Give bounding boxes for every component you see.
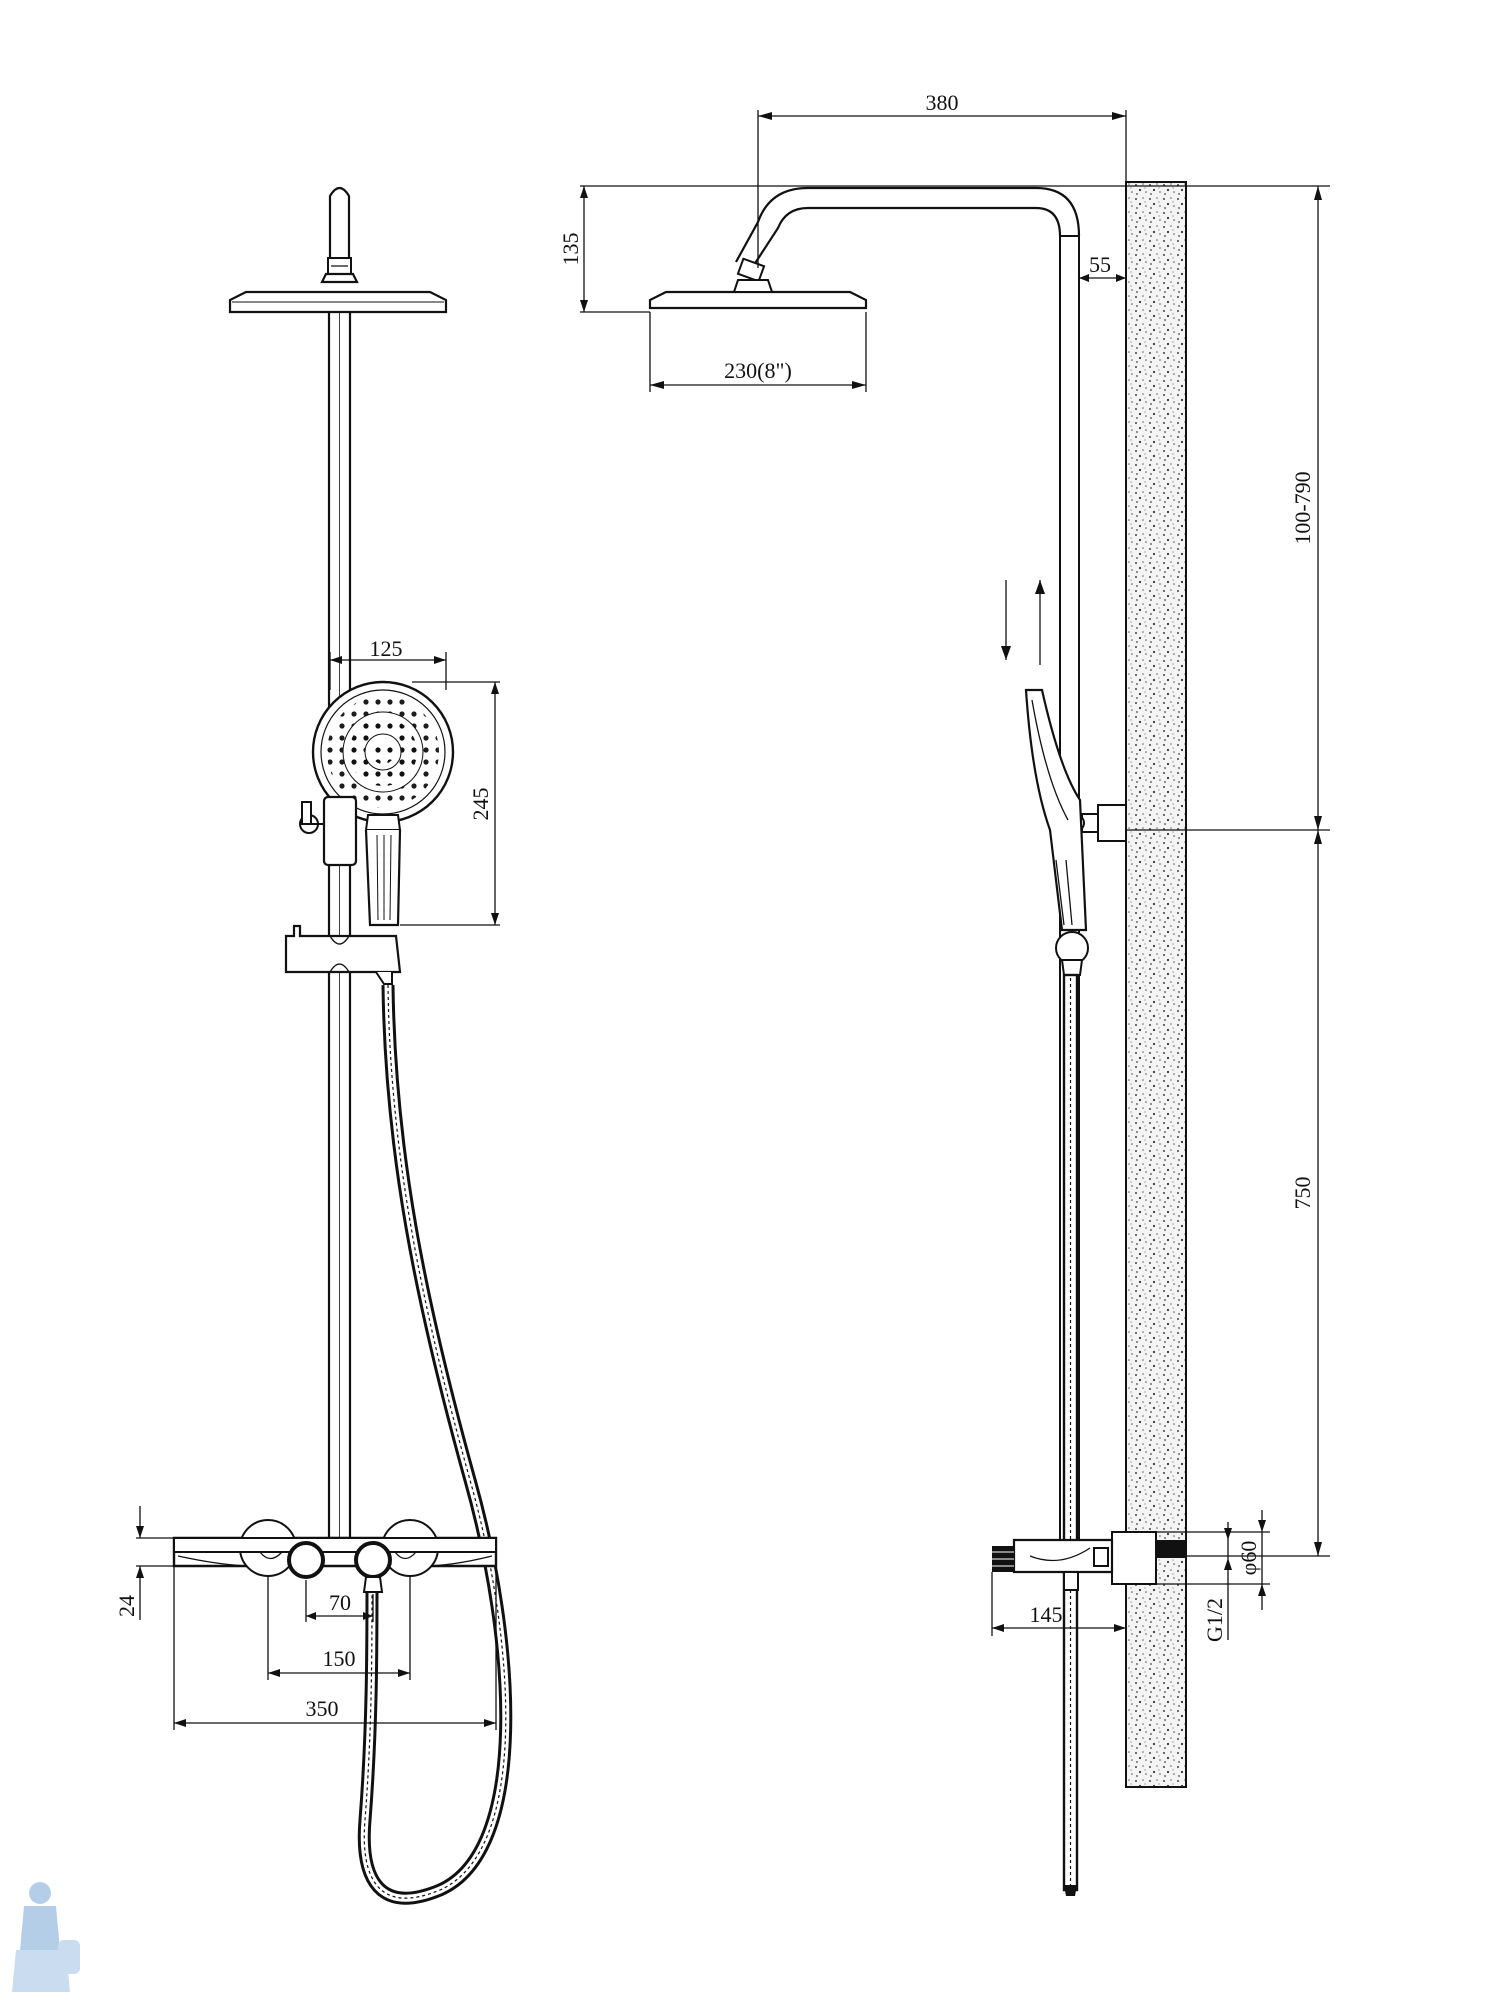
- side-mixer-body: [992, 1531, 1186, 1591]
- dim-mixer-to-bracket: 750: [1186, 830, 1330, 1557]
- dim-handle-spacing: 70: [305, 1580, 374, 1622]
- dim-inlet-spacing: 150: [267, 1576, 411, 1680]
- label-arm-projection: 380: [926, 90, 959, 115]
- dim-mixer-depth: 145: [991, 1572, 1126, 1636]
- dim-riser-height: 100-790: [1290, 186, 1322, 830]
- side-hand-shower: [1024, 688, 1088, 932]
- dim-escutcheon: φ60: [1156, 1510, 1270, 1610]
- label-head-diameter: 230(8"): [724, 358, 792, 383]
- label-handle-spacing: 70: [329, 1590, 351, 1615]
- slide-direction-arrows: [1001, 580, 1045, 665]
- shower-hose: [357, 984, 513, 1905]
- label-hand-shower-offset: 125: [370, 636, 403, 661]
- label-head-drop: 135: [558, 233, 583, 266]
- wall-section: [1125, 181, 1187, 1788]
- label-hand-shower-length: 245: [468, 788, 493, 821]
- riser-top-stem: [328, 186, 351, 262]
- label-riser-height: 100-790: [1290, 471, 1315, 544]
- flow-handle: [354, 1541, 392, 1579]
- label-body-height: 24: [114, 1595, 139, 1617]
- temperature-handle: [287, 1541, 325, 1579]
- label-inlet-spacing: 150: [323, 1646, 356, 1671]
- label-escutcheon: φ60: [1236, 1541, 1261, 1576]
- dim-inlet-thread: G1/2: [1202, 1522, 1232, 1642]
- dim-arm-projection: 380: [757, 90, 1127, 268]
- side-view: 380 135 55 230(8") 100-790: [558, 90, 1330, 1896]
- label-stem-offset: 55: [1089, 252, 1111, 277]
- dim-hand-shower-length: 245: [400, 681, 500, 926]
- shower-arm: [751, 206, 1062, 269]
- label-mixer-to-bracket: 750: [1290, 1177, 1315, 1210]
- wall-bracket: [1097, 804, 1127, 842]
- dim-stem-offset: 55: [1079, 252, 1126, 282]
- dim-shelf-width: 350: [173, 1566, 497, 1730]
- label-shelf-width: 350: [306, 1696, 339, 1721]
- plumber-logo-icon: [12, 1882, 80, 1992]
- side-shower-head: [648, 290, 868, 310]
- front-view: 125 245 24 70: [114, 186, 513, 1905]
- dim-hand-shower-offset: 125: [329, 636, 447, 690]
- hand-shower: [311, 680, 455, 927]
- slider-clamp: [284, 924, 402, 974]
- hand-shower-bracket: [322, 795, 358, 867]
- label-inlet-thread: G1/2: [1202, 1598, 1227, 1642]
- dim-body-height: 24: [114, 1506, 174, 1620]
- dim-head-drop: 135: [558, 186, 650, 313]
- dim-head-diameter: 230(8"): [649, 312, 867, 392]
- label-mixer-depth: 145: [1030, 1602, 1063, 1627]
